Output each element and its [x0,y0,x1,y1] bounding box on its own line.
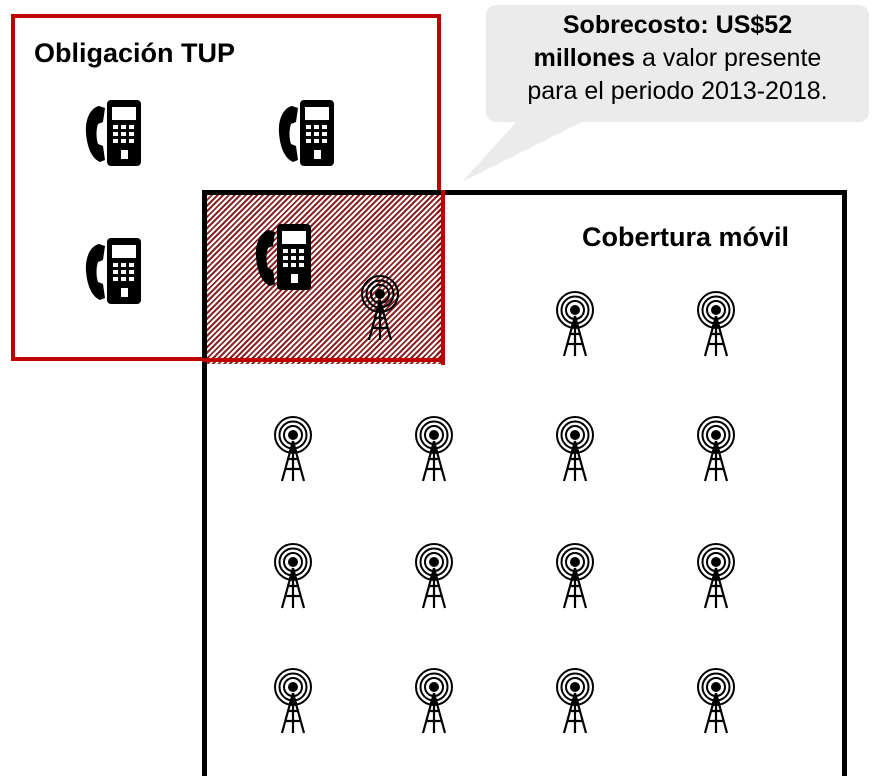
tup-title: Obligación TUP [34,38,236,68]
antenna-tower-icon [696,667,736,735]
tup-border-segment [202,358,445,362]
tup-border-segment [441,190,445,365]
antenna-tower-icon [414,415,454,483]
antenna-tower-icon [696,542,736,610]
callout-line1: Sobrecosto: US$52 [562,11,793,39]
antenna-tower-icon [555,667,595,735]
antenna-tower-icon [696,290,736,358]
callout-line2-bold: millones [533,44,636,72]
antenna-tower-icon [414,542,454,610]
antenna-tower-icon [414,667,454,735]
antenna-tower-icon [555,542,595,610]
payphone-icon [85,236,143,306]
antenna-tower-icon [273,667,313,735]
antenna-tower-icon [273,542,313,610]
antenna-tower-icon [696,415,736,483]
antenna-tower-icon [555,290,595,358]
payphone-icon [85,98,143,168]
mobile-coverage-title: Cobertura móvil [582,222,790,252]
antenna-tower-icon [555,415,595,483]
antenna-tower-icon [273,415,313,483]
callout-line3: para el periodo 2013-2018. [527,77,828,105]
callout-line2-rest: a valor presente [635,44,822,72]
cost-callout: Sobrecosto: US$52 millones a valor prese… [486,5,869,122]
mobile-coverage-region [202,190,847,776]
overlap-region [206,194,444,364]
antenna-tower-icon [360,274,400,342]
payphone-icon [255,222,313,292]
payphone-icon [278,98,336,168]
